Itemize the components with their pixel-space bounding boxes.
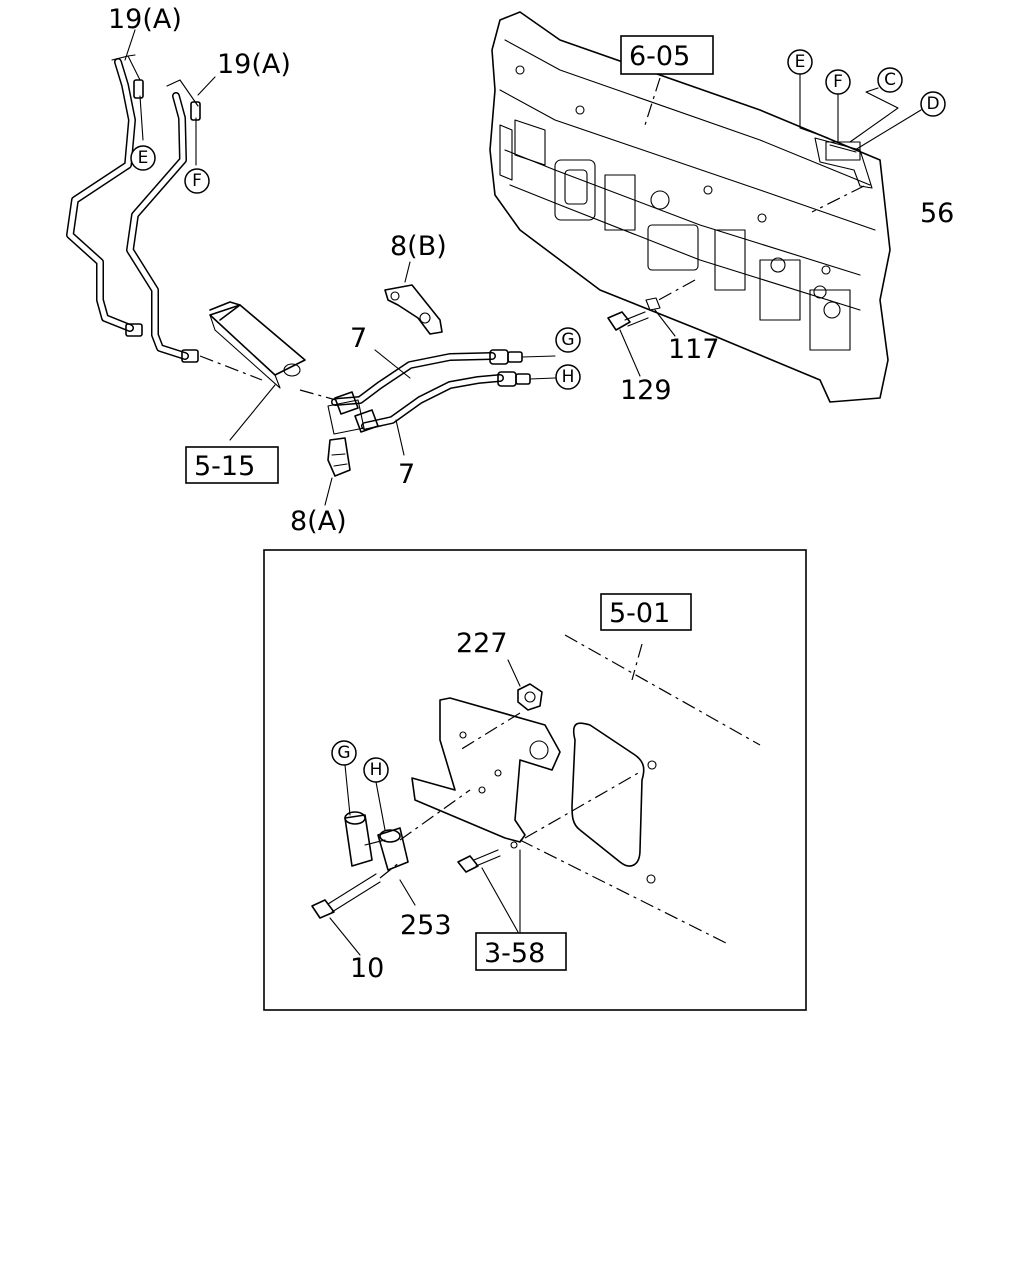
bolt-129 xyxy=(607,311,649,377)
svg-text:E: E xyxy=(138,148,149,168)
connector-c: C xyxy=(849,67,903,143)
label-227: 227 xyxy=(456,628,508,659)
svg-text:H: H xyxy=(562,367,575,387)
connector-e-right: E xyxy=(787,49,829,139)
connector-h-right: H xyxy=(555,364,581,390)
bracket-56 xyxy=(814,137,873,189)
label-8a: 8(A) xyxy=(290,506,347,537)
ref-box-5-15: 5-15 xyxy=(185,446,279,484)
ref-box-5-01: 5-01 xyxy=(600,593,692,631)
nut-117 xyxy=(645,297,676,337)
clip-8b xyxy=(384,261,443,335)
detail-inset-frame xyxy=(263,549,807,1011)
svg-text:H: H xyxy=(370,760,383,780)
connector-e-top: E xyxy=(130,145,156,171)
ref-box-3-58: 3-58 xyxy=(475,932,567,971)
leader-56 xyxy=(811,185,865,213)
leader-g-detail xyxy=(344,764,351,816)
bracket-5-15 xyxy=(199,301,306,441)
label-7-lower: 7 xyxy=(398,459,415,490)
svg-text:G: G xyxy=(561,330,574,350)
ref-box-6-05: 6-05 xyxy=(620,35,714,75)
connector-g-detail: G xyxy=(331,740,357,766)
cross-member-panel xyxy=(489,11,891,403)
label-117: 117 xyxy=(668,334,720,365)
bracket-3-58 xyxy=(399,697,641,849)
label-19a-top: 19(A) xyxy=(108,4,182,35)
ref-5-15-text: 5-15 xyxy=(194,451,255,482)
label-19a-second: 19(A) xyxy=(217,49,291,80)
connector-h-detail: H xyxy=(363,757,389,783)
label-129: 129 xyxy=(620,375,672,406)
svg-text:C: C xyxy=(884,70,896,90)
frame-5-01 xyxy=(519,634,761,946)
ref-5-01-text: 5-01 xyxy=(609,598,670,629)
connector-f-right: F xyxy=(825,69,851,143)
leader-19a-2 xyxy=(197,76,216,96)
label-56: 56 xyxy=(920,198,954,229)
clip-8a xyxy=(324,399,365,506)
connector-d: D xyxy=(854,91,946,151)
svg-text:D: D xyxy=(926,94,939,114)
svg-text:E: E xyxy=(795,52,806,72)
ref-6-05-text: 6-05 xyxy=(629,41,690,72)
ref-3-58-text: 3-58 xyxy=(484,938,545,969)
pipe-19a-right xyxy=(126,79,201,363)
pipe-19a-left xyxy=(66,54,144,337)
label-10: 10 xyxy=(350,953,384,984)
svg-text:F: F xyxy=(833,72,843,92)
connector-g-right: G xyxy=(555,327,581,353)
label-8b: 8(B) xyxy=(390,231,447,262)
leader-19a-1 xyxy=(124,29,136,61)
leader-h-detail xyxy=(375,781,386,831)
svg-text:F: F xyxy=(192,171,202,191)
bolt-10 xyxy=(311,861,401,956)
nut-227 xyxy=(507,659,543,711)
svg-text:G: G xyxy=(337,743,350,763)
label-253: 253 xyxy=(400,910,452,941)
joint-253 xyxy=(344,811,416,906)
leader-117 xyxy=(654,279,696,303)
bolt-3-58 xyxy=(457,849,521,933)
leader-6-05 xyxy=(644,77,661,126)
label-7-upper: 7 xyxy=(350,323,367,354)
connector-f-top: F xyxy=(184,168,210,194)
